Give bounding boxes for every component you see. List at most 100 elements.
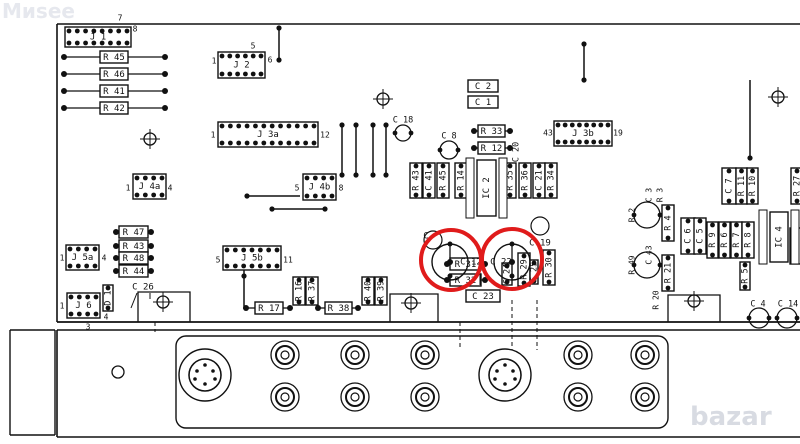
- solder-pad: [236, 140, 242, 146]
- solder-pad: [296, 277, 302, 283]
- solder-pad: [562, 139, 568, 145]
- component-label: J 5b: [241, 254, 263, 264]
- solder-pad: [83, 40, 88, 46]
- solder-pad: [235, 71, 241, 77]
- solder-pad: [91, 40, 97, 46]
- component-label: C 3: [645, 188, 654, 203]
- solder-pad: [378, 299, 384, 305]
- solder-pad: [522, 163, 528, 169]
- solder-pad: [66, 40, 72, 46]
- solder-pad: [521, 253, 527, 259]
- solder-pad: [495, 369, 499, 373]
- solder-pad: [365, 299, 371, 305]
- solder-pad: [734, 252, 739, 258]
- rca-jack-icon: [270, 382, 300, 412]
- resistor-R33: [477, 124, 506, 138]
- component-label: R 8: [744, 232, 754, 247]
- solder-pad: [113, 243, 119, 249]
- solder-pad: [203, 363, 207, 367]
- solder-pad: [598, 139, 604, 145]
- solder-pad: [244, 140, 250, 146]
- resistor-R45: [99, 50, 129, 64]
- component-label: R 17: [258, 304, 280, 314]
- solder-pad: [774, 315, 780, 321]
- solder-pad: [151, 192, 157, 198]
- solder-pad: [66, 28, 72, 34]
- rca-jack-icon: [410, 382, 440, 412]
- rca-jack-icon: [630, 382, 660, 412]
- solder-pad: [241, 273, 247, 279]
- component-label: R 12: [481, 144, 503, 154]
- solder-pad: [148, 268, 154, 274]
- solder-pad: [148, 229, 154, 235]
- rca-jack-pin: [280, 350, 290, 360]
- solder-pad: [274, 263, 280, 269]
- pin-number: 5: [295, 184, 300, 193]
- component-R4: [661, 204, 675, 242]
- solder-pad: [311, 140, 317, 146]
- solder-pad: [598, 122, 604, 128]
- solder-pad: [504, 263, 510, 269]
- component-label: R 9: [708, 232, 718, 247]
- solder-pad: [581, 41, 587, 47]
- solder-pad: [503, 363, 507, 367]
- resistor-R12: [477, 141, 506, 155]
- solder-pad: [584, 139, 589, 145]
- pin-number: 1: [60, 302, 65, 311]
- component-label: C 12: [460, 258, 482, 268]
- pin-number: 7: [118, 14, 123, 23]
- solder-pad: [378, 277, 384, 283]
- solder-pad: [685, 218, 691, 224]
- component-label: C 23: [472, 292, 494, 302]
- component-label: C 25: [530, 262, 540, 282]
- solder-pad: [392, 130, 398, 136]
- solder-pad: [113, 229, 119, 235]
- rca-jack-icon: [630, 340, 660, 370]
- solder-pad: [211, 369, 215, 373]
- solder-pad: [440, 163, 446, 169]
- solder-pad: [219, 71, 225, 77]
- solder-pad: [232, 247, 238, 253]
- rca-jack-pin: [350, 350, 360, 360]
- solder-pad: [162, 54, 168, 60]
- component-label: C 24: [503, 264, 513, 284]
- solder-pad: [591, 139, 597, 145]
- capacitor-C4: [748, 307, 770, 329]
- component-label: C 20: [512, 142, 522, 162]
- solder-pad: [555, 139, 561, 145]
- capacitor-null: [633, 201, 661, 229]
- solder-pad: [734, 222, 739, 228]
- rca-jack-ring: [415, 345, 435, 365]
- solder-pad: [219, 123, 225, 129]
- solder-pad: [458, 163, 464, 169]
- solder-pad: [697, 248, 703, 254]
- rca-jack-pin: [573, 392, 583, 402]
- solder-pad: [584, 122, 589, 128]
- solder-pad: [303, 123, 309, 129]
- pin-number: 1: [212, 57, 217, 66]
- component-label: J 6: [75, 301, 91, 311]
- solder-pad: [142, 192, 148, 198]
- solder-pad: [269, 206, 275, 212]
- solder-pad: [321, 193, 327, 199]
- solder-pad: [383, 172, 389, 178]
- solder-pad: [665, 285, 671, 291]
- solder-pad: [274, 247, 280, 253]
- solder-pad: [311, 123, 317, 129]
- solder-pad: [536, 163, 542, 169]
- component-label: IC 2: [482, 177, 492, 199]
- solder-pad: [83, 28, 88, 34]
- solder-pad: [750, 198, 755, 204]
- component-label: D 1: [104, 290, 114, 305]
- din-socket-icon: [178, 348, 232, 402]
- component-R10: [746, 167, 759, 205]
- solder-pad: [162, 88, 168, 94]
- solder-pad: [513, 377, 517, 381]
- solder-pad: [312, 193, 318, 199]
- capacitor-outline: [530, 216, 550, 236]
- solder-pad: [794, 168, 800, 174]
- solder-pad: [227, 71, 233, 77]
- solder-pad: [747, 155, 753, 161]
